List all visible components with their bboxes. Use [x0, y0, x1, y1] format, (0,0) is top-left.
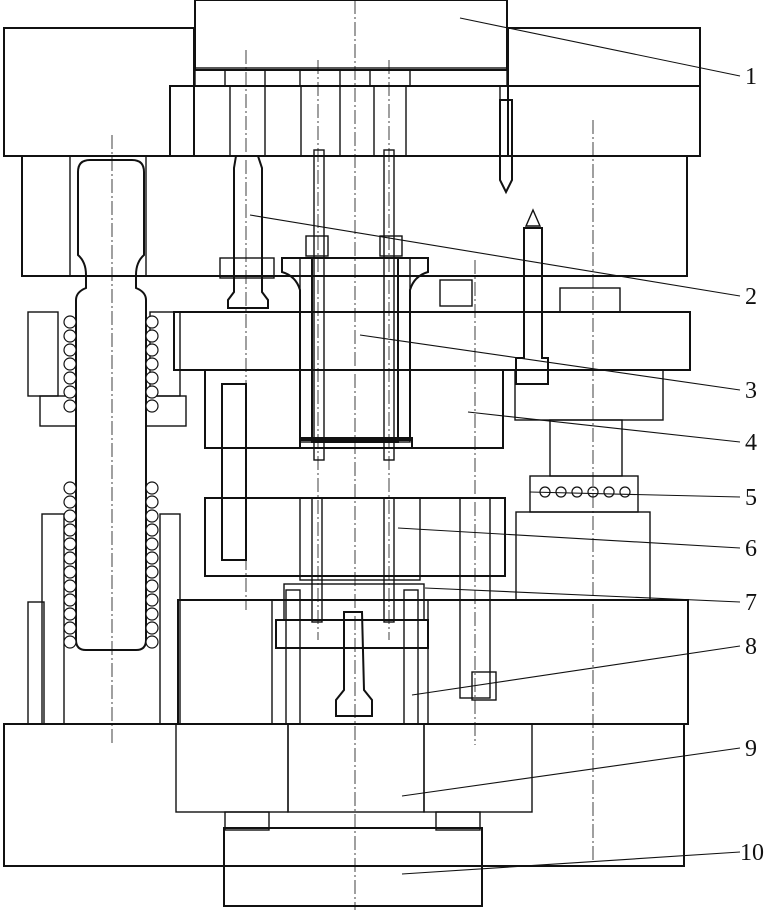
part-label-1: 1 [745, 64, 757, 90]
upper-shank [194, 0, 508, 87]
part-label-7: 7 [745, 590, 757, 616]
leader-lines [249, 17, 741, 875]
lower-die [204, 419, 651, 623]
lower-die-plate [177, 497, 689, 725]
part-labels: 1 2 3 4 5 6 7 8 9 10 [740, 64, 764, 866]
part-label-4: 4 [745, 430, 757, 456]
lower-die-seat [3, 723, 685, 867]
upper-die-seat [3, 27, 701, 157]
fasteners [221, 99, 549, 701]
lower-guide-bushing [27, 481, 181, 725]
upper-guide-bushing [27, 311, 187, 427]
centre-lines [245, 0, 594, 910]
punch [305, 149, 403, 461]
stripper-plate [173, 287, 691, 449]
part-label-9: 9 [745, 736, 757, 762]
part-label-5: 5 [745, 485, 757, 511]
lower-shank [223, 811, 483, 907]
ejector-plate [275, 583, 429, 649]
part-label-10: 10 [740, 840, 764, 866]
upper-plate [21, 155, 688, 277]
shoulder-pin [219, 155, 275, 309]
guide-post [75, 135, 147, 745]
part-label-2: 2 [745, 284, 757, 310]
die-gap [250, 437, 500, 449]
part-label-3: 3 [745, 378, 757, 404]
part-label-8: 8 [745, 634, 757, 660]
part-label-6: 6 [745, 536, 757, 562]
